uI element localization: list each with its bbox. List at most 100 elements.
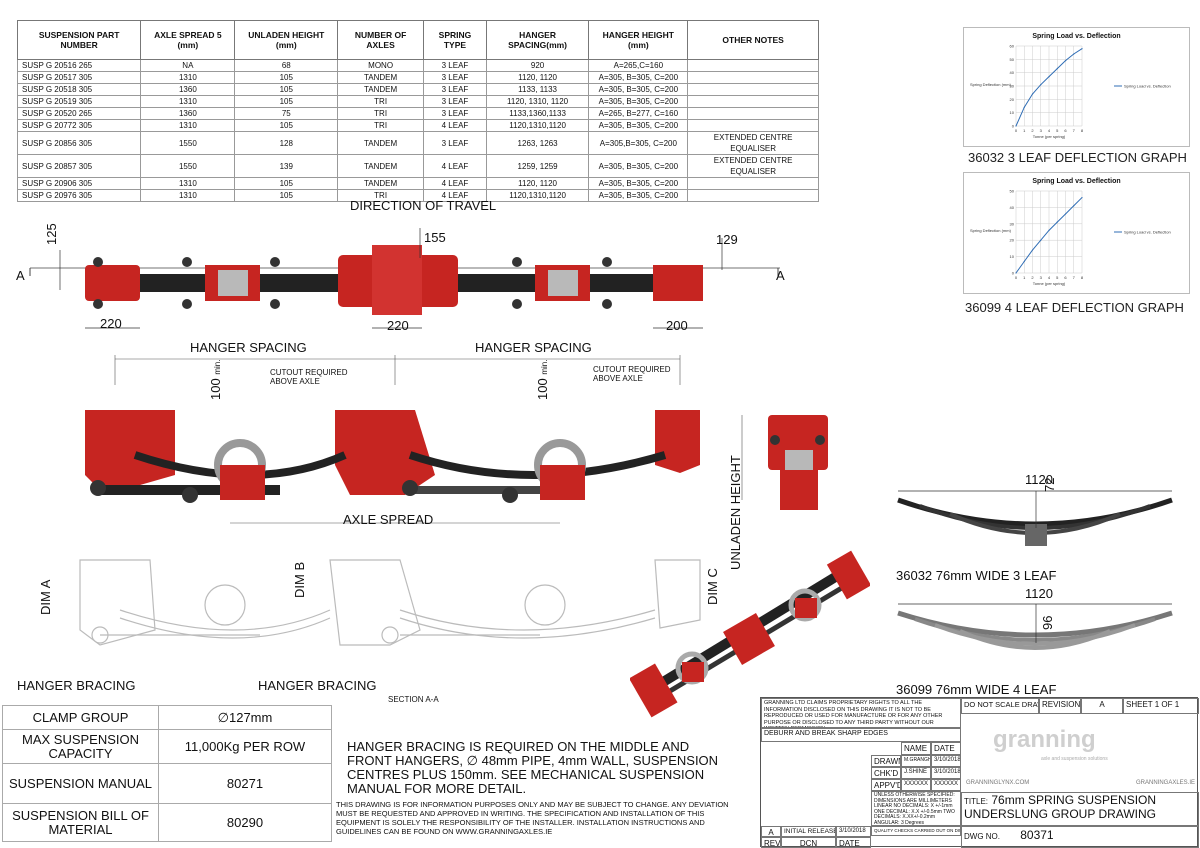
data-point [1073,53,1075,55]
revision-label: REVISION [1039,698,1081,714]
table-cell: A=305,B=305, C=200 [588,131,689,155]
y-axis-label: Spring Deflection (mm) [970,82,1012,87]
table-cell: A=305, B=305, C=200 [588,177,689,190]
x-tick-label: 6 [1064,128,1067,133]
table-cell: 4 LEAF [423,154,487,178]
table-cell: 1310 [140,95,236,108]
table-cell: 105 [234,95,339,108]
table-cell [687,95,819,108]
min-100-right: 100 min. [535,360,550,400]
table-cell: SUSP G 20976 305 [16,189,142,202]
drawn-name: M.GRANGHAN [901,755,931,767]
column-header: SPRING TYPE [423,20,487,60]
bom-value: 80290 [158,803,332,842]
min-100-left: 100 min. [208,360,223,400]
data-point [1064,60,1067,62]
y-tick-label: 40 [1010,70,1015,75]
table-cell [687,107,819,120]
table-cell: 1120, 1310, 1120 [485,95,590,108]
x-tick-label: 4 [1048,275,1051,280]
column-header: HANGER HEIGHT (mm) [588,20,689,60]
min-100-value: 100 [535,378,550,400]
spring4-height: 96 [1040,615,1055,630]
column-header: HANGER SPACING(mm) [485,20,590,60]
x-tick-label: 7 [1073,275,1076,280]
table-cell: SUSP G 20856 305 [16,131,142,155]
spring-3-leaf-drawing [897,490,1173,546]
table-cell [687,177,819,190]
x-tick-label: 6 [1064,275,1067,280]
appvd-name: XXXXXX [901,779,931,791]
graph-caption: 36032 3 LEAF DEFLECTION GRAPH [968,150,1187,165]
x-tick-label: 4 [1048,128,1051,133]
table-cell: SUSP G 20518 305 [16,83,142,96]
section-a-left: A [16,268,25,283]
spring3-height: 72 [1042,477,1057,492]
data-point [1031,93,1034,95]
table-cell: NA [140,59,236,72]
dim-200: 200 [666,318,688,333]
min-100-value: 100 [208,378,223,400]
rev-date: 3/10/2018 [836,826,871,837]
table-cell: A=305, B=305, C=200 [588,83,689,96]
title-text: 76mm SPRING SUSPENSION UNDERSLUNG GROUP … [964,793,1157,821]
section-a-a-label: SECTION A-A [388,695,439,704]
table-cell [687,71,819,84]
rev-header: REV [761,837,781,848]
y-axis-label: Spring Deflection (mm) [970,228,1012,233]
y-tick-label: 20 [1010,97,1015,102]
column-header: AXLE SPREAD 5 (mm) [140,20,236,60]
table-cell: 3 LEAF [423,131,487,155]
x-tick-label: 2 [1031,275,1034,280]
y-tick-label: 20 [1010,238,1015,243]
table-cell [687,119,819,132]
data-point [1056,221,1058,223]
revision-value: A [1081,698,1123,714]
capacity-value: 11,000Kg PER ROW [158,729,332,764]
table-cell: 1550 [140,131,236,155]
y-tick-label: 10 [1010,110,1015,115]
x-tick-label: 3 [1040,275,1043,280]
manual-label: SUSPENSION MANUAL [2,763,159,804]
x-tick-label: 3 [1040,128,1043,133]
data-point [1040,84,1042,86]
table-cell: 3 LEAF [423,59,487,72]
dwg-value: 80371 [1020,828,1054,842]
table-cell: 3 LEAF [423,107,487,120]
x-tick-label: 5 [1056,275,1059,280]
chkd-name: J.SHINE [901,767,931,779]
appvd-label: APPV'D [871,779,901,791]
quality-note: QUALITY CHECKS CARRIED OUT ON DIMENSIONS… [871,826,961,836]
table-cell: TANDEM [337,83,425,96]
table-cell: A=305, B=305, C=200 [588,119,689,132]
table-cell: SUSP G 20857 305 [16,154,142,178]
table-cell: TRI [337,107,425,120]
table-cell: SUSP G 20520 265 [16,107,142,120]
section-a-right: A [776,268,785,283]
table-cell: TANDEM [337,154,425,178]
drawn-date: 3/10/2018 [931,755,961,767]
legend-label: Spring Load vs. Deflection [1124,84,1171,89]
table-cell: 1360 [140,107,236,120]
table-cell: 75 [234,107,339,120]
drawing-title: TITLE: 76mm SPRING SUSPENSION UNDERSLUNG… [961,792,1199,826]
table-cell: SUSP G 20519 305 [16,95,142,108]
table-cell: 105 [234,177,339,190]
column-header: UNLADEN HEIGHT (mm) [234,20,339,60]
data-point [1023,260,1025,263]
hanger-bracing-note: HANGER BRACING IS REQUIRED ON THE MIDDLE… [347,739,719,796]
x-axis-label: Tonne (per spring) [1033,134,1066,139]
data-point [1048,229,1050,231]
hanger-spacing-left: HANGER SPACING [190,340,307,355]
table-cell: 1120,1310,1120 [485,119,590,132]
table-cell: A=265, B=277, C=160 [588,107,689,120]
chkd-label: CHK'D [871,767,901,779]
